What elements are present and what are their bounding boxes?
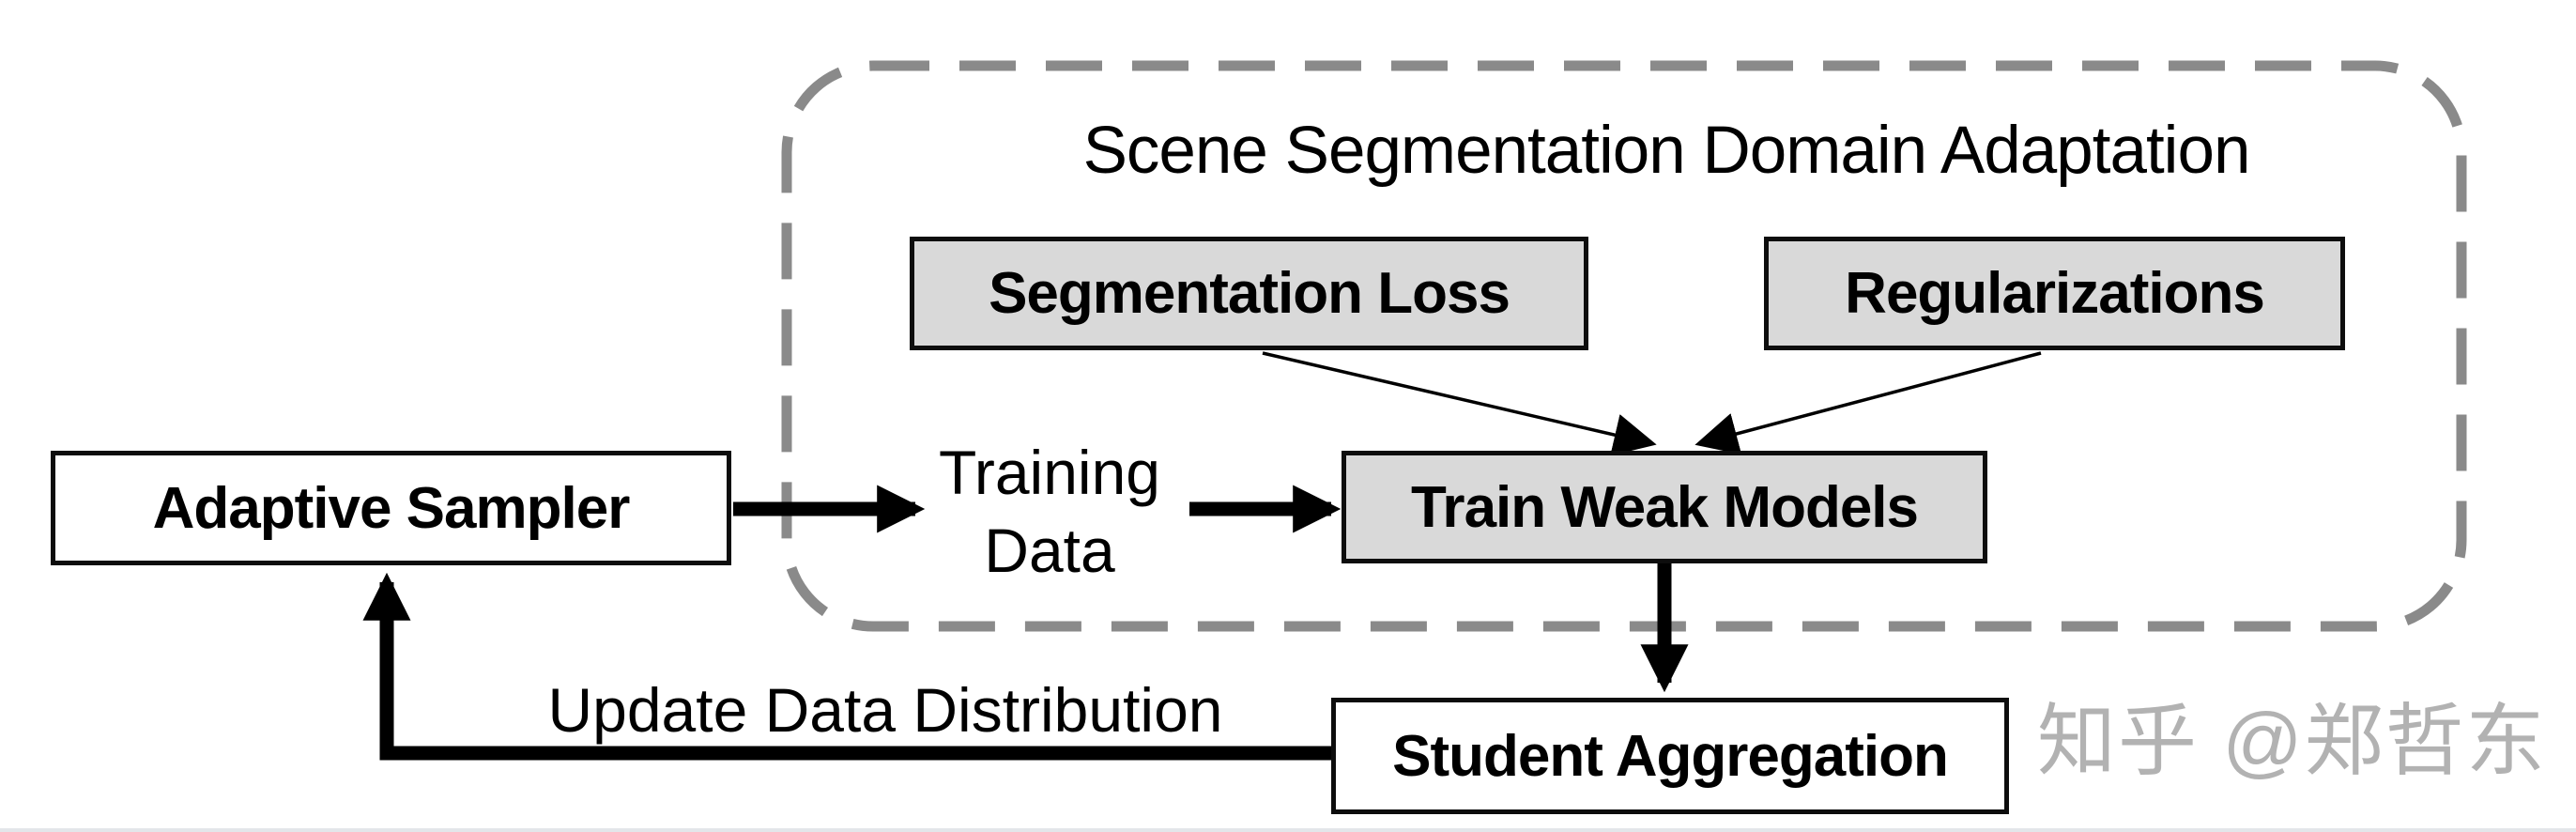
node-train-weak-models: Train Weak Models xyxy=(1342,451,1987,563)
node-adaptive-sampler-label: Adaptive Sampler xyxy=(152,475,631,541)
node-segmentation-loss-label: Segmentation Loss xyxy=(989,261,1510,326)
edge-aggregation-to-sampler-loop xyxy=(362,572,1331,761)
update-data-distribution-label: Update Data Distribution xyxy=(547,675,1223,745)
node-regularizations-label: Regularizations xyxy=(1845,261,2265,326)
training-data-label: Training Data xyxy=(890,434,1209,589)
bottom-edge-line xyxy=(0,828,2576,832)
zhihu-watermark: 知乎 @郑哲东 xyxy=(2037,697,2547,785)
edge-segloss-to-weak-models xyxy=(1262,351,1657,456)
node-adaptive-sampler: Adaptive Sampler xyxy=(51,451,731,565)
node-train-weak-models-label: Train Weak Models xyxy=(1410,474,1919,540)
domain-adaptation-dashed-border xyxy=(781,60,2467,632)
training-data-line2: Data xyxy=(984,515,1115,585)
edge-regularizations-to-weak-models xyxy=(1694,351,2042,455)
training-data-line1: Training xyxy=(939,438,1160,507)
node-regularizations: Regularizations xyxy=(1764,237,2345,350)
node-student-aggregation-label: Student Aggregation xyxy=(1392,723,1949,789)
domain-adaptation-title: Scene Segmentation Domain Adaptation xyxy=(1082,114,2251,188)
node-segmentation-loss: Segmentation Loss xyxy=(910,237,1588,350)
node-student-aggregation: Student Aggregation xyxy=(1331,698,2009,814)
